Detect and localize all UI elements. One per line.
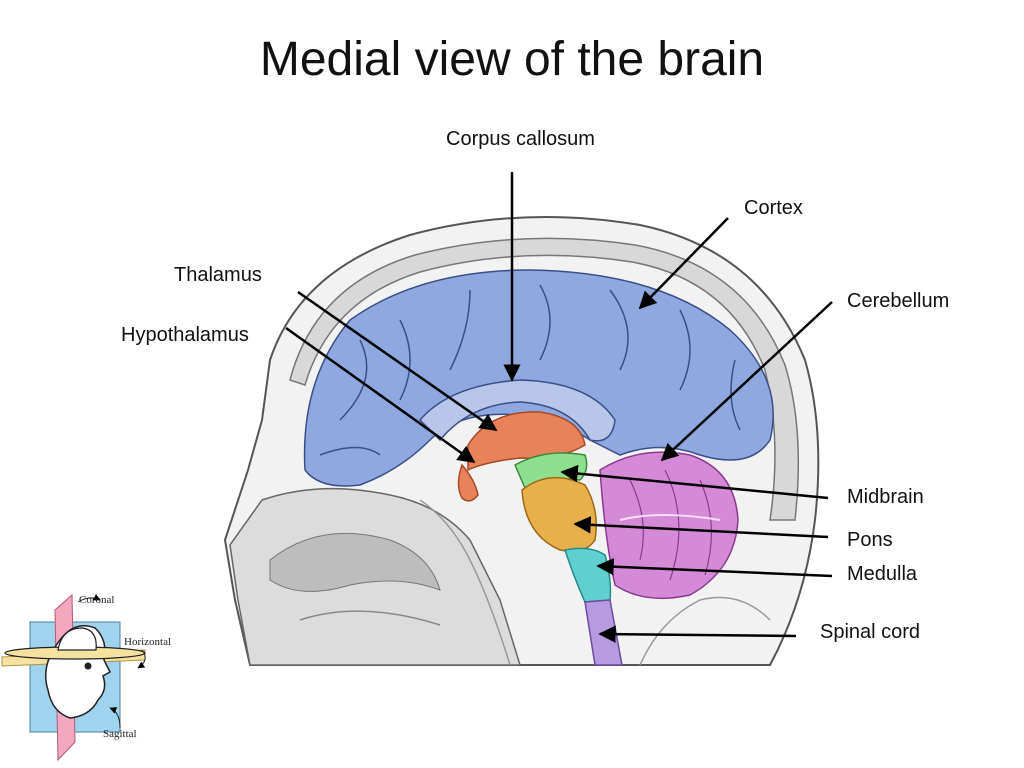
- cortex-region: [303, 269, 774, 487]
- label-medulla: Medulla: [847, 563, 918, 585]
- pointer-spinal-cord: [598, 625, 797, 643]
- pointer-medulla: [596, 557, 833, 578]
- corpus-callosum-shape: [418, 379, 616, 442]
- nasal-conchae: [269, 532, 441, 592]
- pointer-cortex: [638, 217, 729, 310]
- slide-title: Medial view of the brain: [259, 33, 765, 86]
- label-horizontal-plane: Horizontal: [124, 636, 172, 648]
- hat-crown: [57, 627, 97, 651]
- label-pons: Pons: [847, 529, 893, 551]
- label-sagittal-plane: Sagittal: [103, 728, 137, 740]
- planes-inset: [1, 593, 146, 762]
- label-cortex: Cortex: [744, 197, 803, 219]
- pointer-thalamus: [297, 290, 498, 432]
- label-coronal-plane: Coronal: [79, 594, 115, 606]
- label-spinal-cord: Spinal cord: [820, 621, 921, 643]
- pointer-pons: [573, 516, 829, 539]
- pointer-midbrain: [560, 464, 829, 500]
- cortex-shape: [303, 269, 774, 487]
- label-cerebellum: Cerebellum: [847, 290, 950, 312]
- pointer-lines: [285, 172, 833, 643]
- label-midbrain: Midbrain: [847, 486, 924, 508]
- label-corpus-callosum: Corpus callosum: [446, 128, 595, 150]
- pointer-cerebellum: [660, 301, 833, 462]
- label-hypothalamus: Hypothalamus: [121, 324, 249, 346]
- skull-bone: [289, 237, 800, 521]
- label-thalamus: Thalamus: [174, 264, 262, 286]
- pointer-hypothalamus: [285, 326, 476, 464]
- eye: [84, 662, 92, 670]
- hypothalamus-shape: [457, 463, 479, 502]
